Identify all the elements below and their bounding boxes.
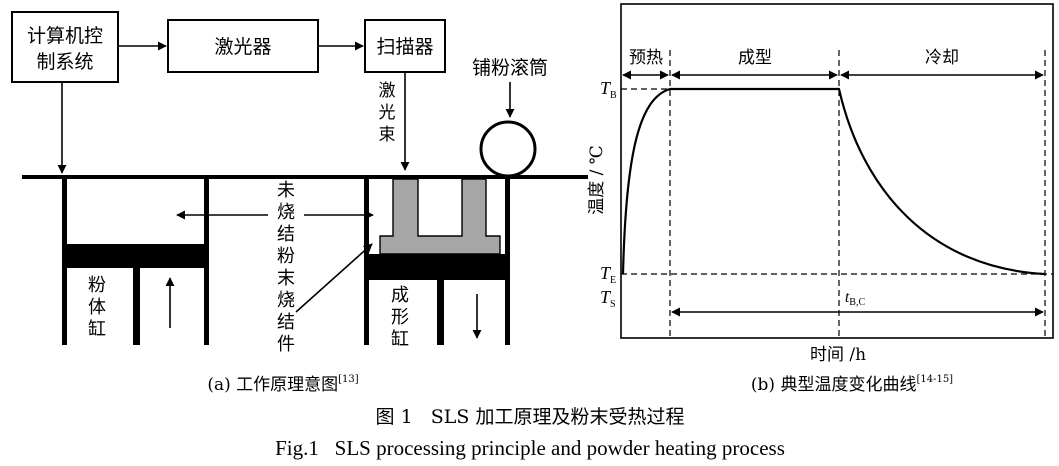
roller-label: 铺粉滚筒 xyxy=(472,57,548,79)
figure-caption-cn: 图 1 SLS 加工原理及粉末受热过程 xyxy=(376,406,685,428)
panel-b-temperature-curve: 预热 成型 冷却 tB,C TB TE TS 温度 / ℃ 时间 /h (b) … xyxy=(587,3,1054,395)
x-axis-label: 时间 /h xyxy=(810,345,866,365)
laser-label: 激光器 xyxy=(214,36,271,58)
work-platform xyxy=(22,175,588,179)
sintered-part-label-3: 件 xyxy=(277,334,295,355)
tb-label: TB xyxy=(600,78,617,101)
computer-control-label-line1: 计算机控 xyxy=(27,25,103,47)
computer-control-label-line2: 制系统 xyxy=(36,51,93,73)
panel-a-caption: (a) 工作原理意图[13] xyxy=(207,374,358,395)
powder-cylinder-label-2: 体 xyxy=(88,297,106,318)
powder-cylinder-piston xyxy=(62,244,209,268)
y-axis-label: 温度 / ℃ xyxy=(587,145,607,215)
build-cylinder-label-3: 缸 xyxy=(391,328,409,350)
phase-preheat-label: 预热 xyxy=(629,48,663,68)
unsintered-powder-label-4: 粉 xyxy=(277,246,295,267)
unsintered-powder-label-1: 未 xyxy=(277,180,295,201)
phase-forming-label: 成型 xyxy=(738,48,772,68)
sintered-part-label-1: 烧 xyxy=(277,290,295,311)
sintered-part-arrow xyxy=(295,243,373,313)
sintered-part-label-2: 结 xyxy=(277,312,295,333)
build-cylinder-piston xyxy=(364,254,510,280)
unsintered-powder-label-5: 末 xyxy=(277,268,295,289)
panel-b-caption: (b) 典型温度变化曲线[14-15] xyxy=(751,374,953,395)
chart-frame xyxy=(620,3,1054,339)
panel-a-working-principle: 计算机控 制系统 激光器 扫描器 激 光 束 铺粉滚筒 粉 体 xyxy=(11,11,588,395)
laser-beam-label-1: 激 xyxy=(379,81,396,101)
laser-beam-label-2: 光 xyxy=(379,103,396,123)
powder-cylinder xyxy=(62,179,209,345)
unsintered-powder-label-3: 结 xyxy=(277,224,295,245)
te-label: TE xyxy=(600,263,616,286)
tbc-label: tB,C xyxy=(845,289,866,308)
phase-cooling-label: 冷却 xyxy=(925,48,959,68)
ts-label: TS xyxy=(600,287,616,310)
unsintered-powder-label-2: 烧 xyxy=(277,202,295,223)
build-cylinder-label-1: 成 xyxy=(391,285,409,306)
temperature-curve xyxy=(621,87,1046,276)
powder-cylinder-label-1: 粉 xyxy=(88,275,106,296)
sintered-part xyxy=(379,178,501,255)
computer-control-box xyxy=(11,11,119,83)
build-cylinder-label-2: 形 xyxy=(391,307,409,328)
figure-caption-en: Fig.1 SLS processing principle and powde… xyxy=(275,436,785,460)
build-cylinder xyxy=(364,179,510,345)
scanner-label: 扫描器 xyxy=(376,36,433,58)
laser-beam-label-3: 束 xyxy=(379,125,396,145)
powder-roller xyxy=(479,120,537,178)
powder-cylinder-label-3: 缸 xyxy=(88,318,106,340)
